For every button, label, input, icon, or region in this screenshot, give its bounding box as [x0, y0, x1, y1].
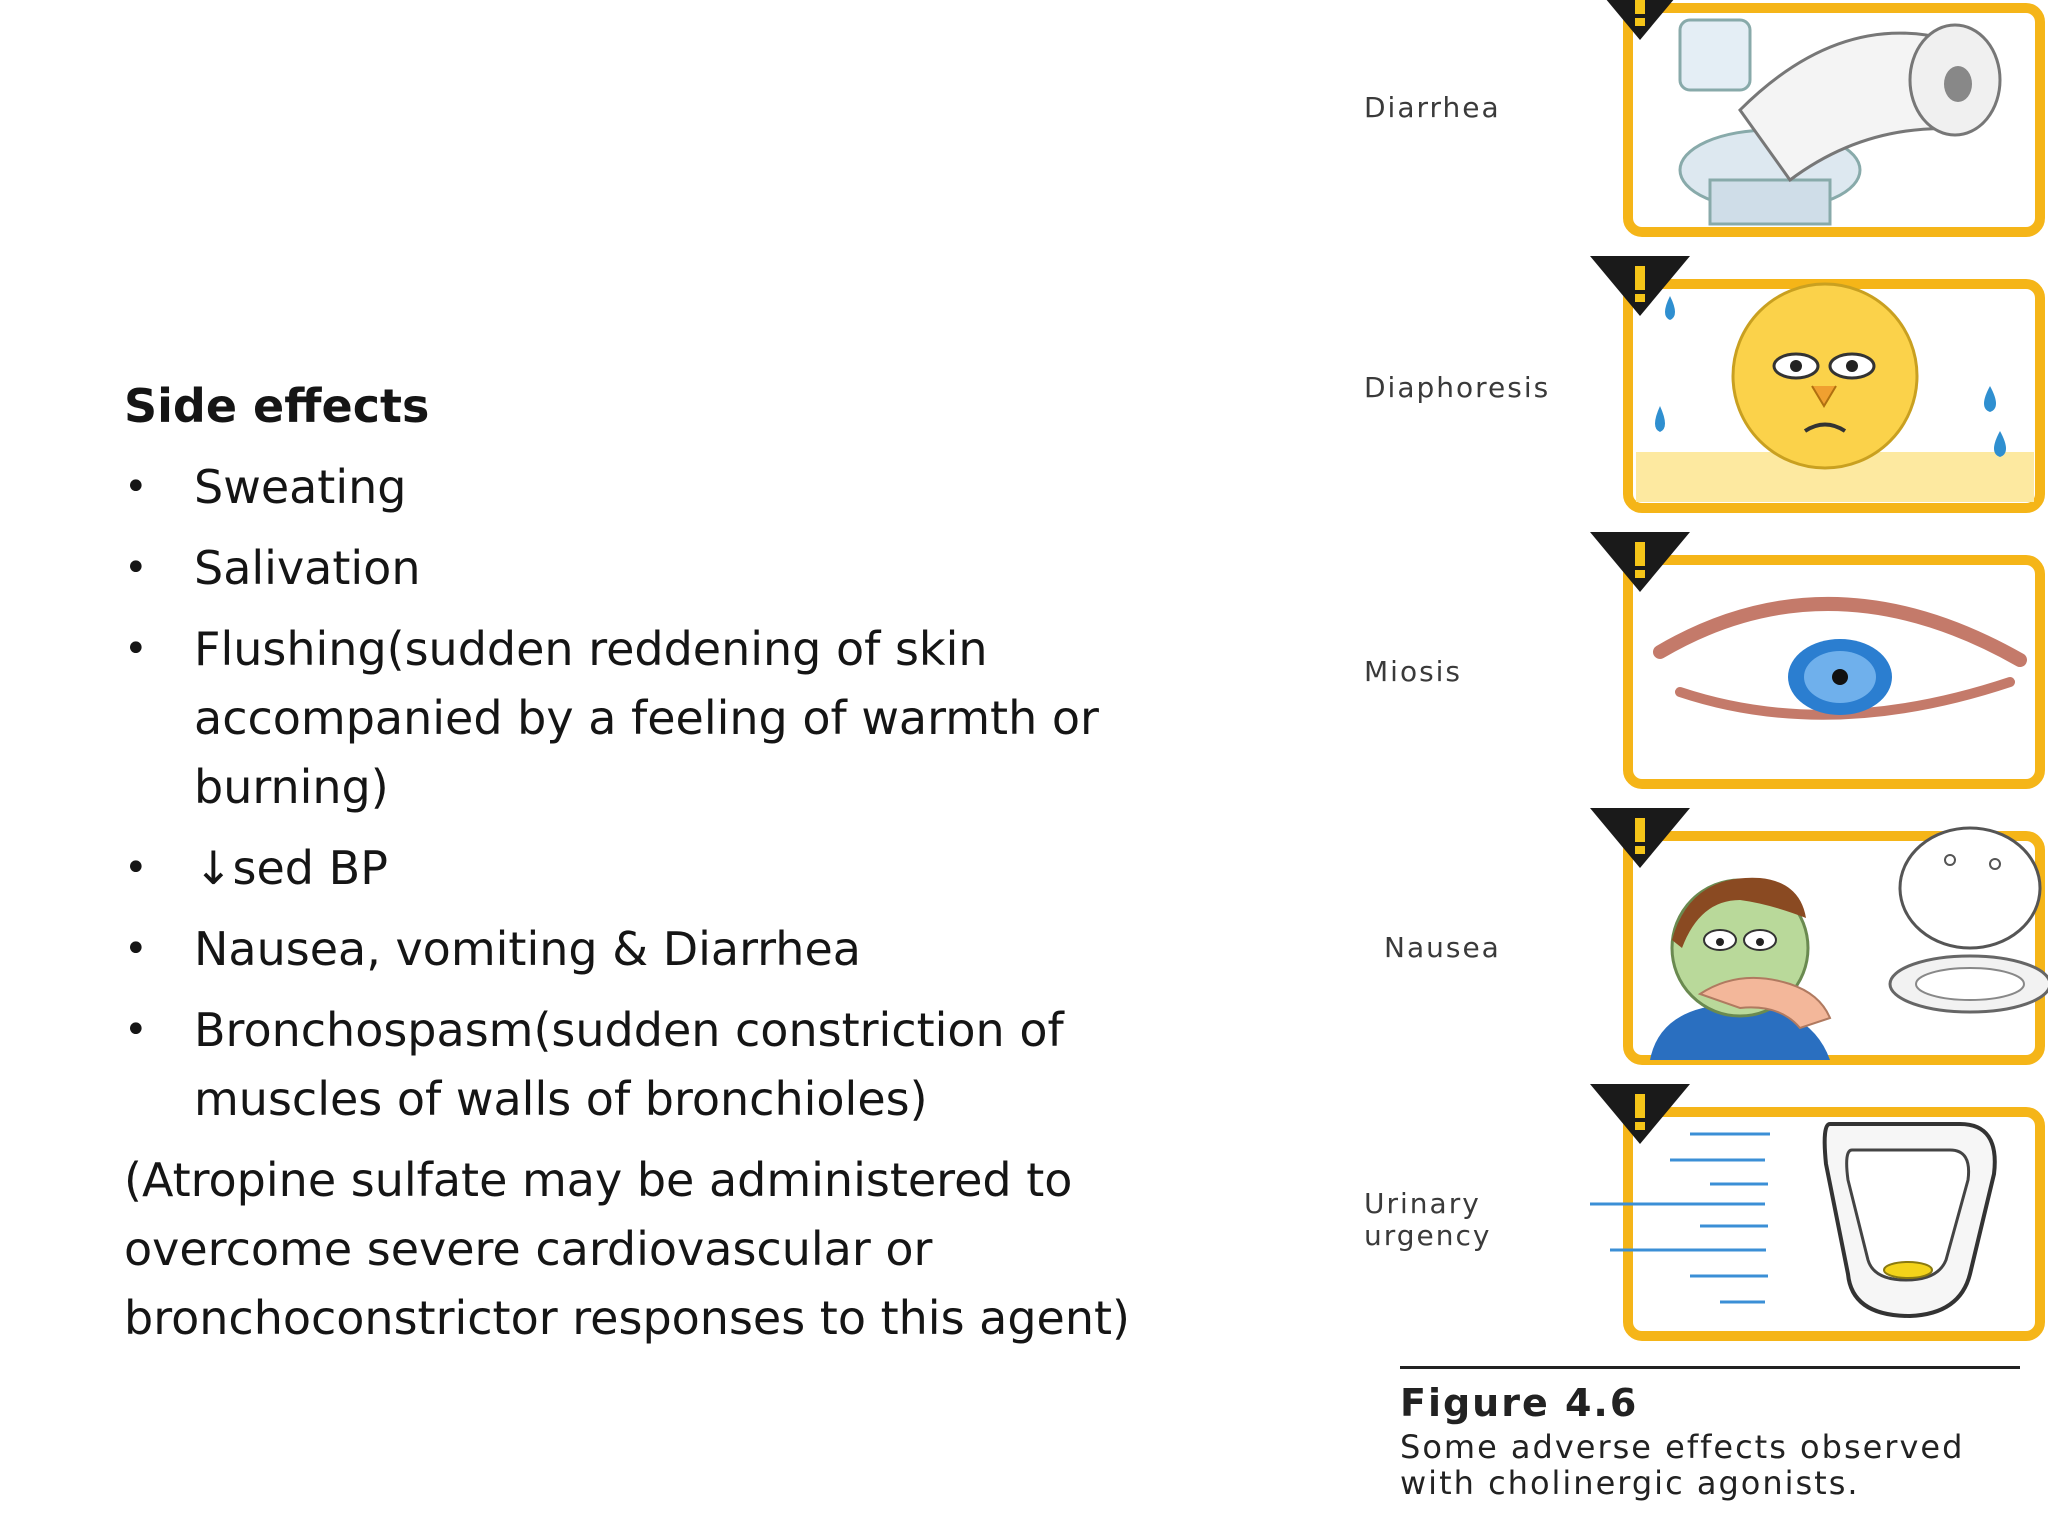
effect-label-miosis: Miosis: [1364, 655, 1463, 688]
effect-row-miosis: Miosis: [1340, 532, 2048, 792]
caption-text: Some adverse effects observed with choli…: [1400, 1428, 1965, 1502]
sweating-face-icon: [1590, 256, 2048, 516]
effect-label-diarrhea: Diarrhea: [1364, 91, 1501, 124]
effect-label-diaphoresis: Diaphoresis: [1364, 371, 1551, 404]
effect-row-diarrhea: Diarrhea: [1340, 0, 2048, 240]
effect-row-urinary-urgency: Urinary urgency: [1340, 1084, 2048, 1344]
toilet-paper-icon: [1590, 0, 2048, 240]
atropine-note: (Atropine sulfate may be administered to…: [124, 1153, 1130, 1345]
adverse-effects-figure: Diarrhea Diaphoresis: [1340, 0, 2048, 1536]
side-effects-list: Sweating Salivation Flushing(sudden redd…: [124, 453, 1184, 1134]
bullet-sweating: Sweating: [124, 453, 1184, 522]
bullet-nausea: Nausea, vomiting & Diarrhea: [124, 915, 1184, 984]
effect-label-nausea: Nausea: [1384, 931, 1501, 964]
bullet-salivation: Salivation: [124, 534, 1184, 603]
effect-label-urinary-urgency: Urinary urgency: [1364, 1187, 1492, 1252]
bullet-bronchospasm: Bronchospasm(sudden constriction of musc…: [124, 996, 1184, 1134]
bullet-flushing: Flushing(sudden reddening of skin accomp…: [124, 615, 1184, 822]
eye-icon: [1590, 532, 2048, 792]
slide-text: Side effects Sweating Salivation Flushin…: [124, 372, 1184, 1353]
effect-row-diaphoresis: Diaphoresis: [1340, 256, 2048, 516]
nauseous-boy-icon: [1590, 808, 2048, 1068]
side-effects-heading: Side effects: [124, 379, 430, 433]
caption-title: Figure 4.6: [1400, 1381, 1639, 1425]
bullet-decreased-bp: ↓sed BP: [124, 834, 1184, 903]
urinal-icon: [1590, 1084, 2048, 1344]
figure-caption: Figure 4.6 Some adverse effects observed…: [1400, 1366, 2020, 1501]
effect-row-nausea: Nausea: [1340, 808, 2048, 1068]
